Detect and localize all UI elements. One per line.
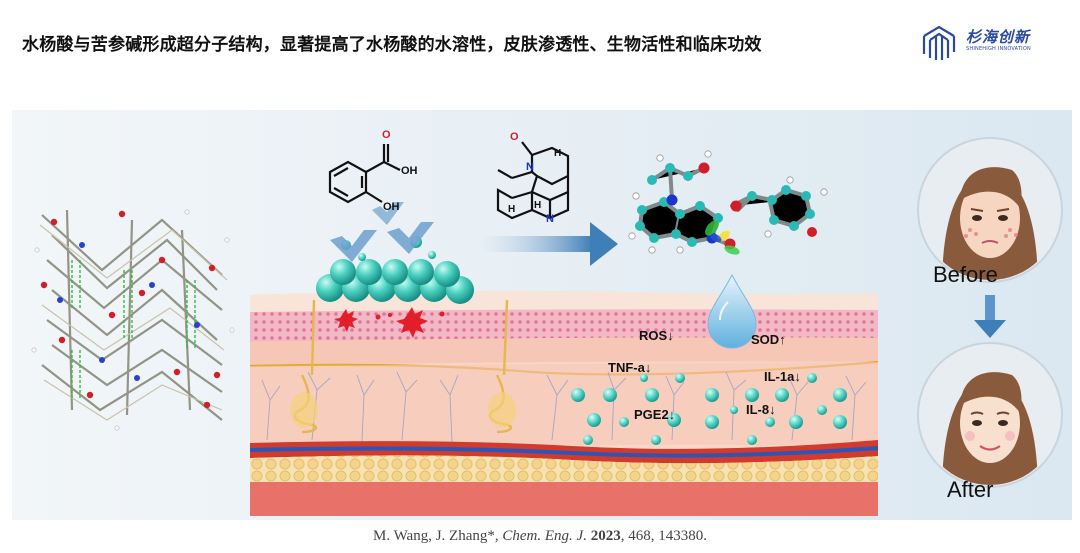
supramolecular-complex-model <box>628 150 828 255</box>
salicylic-acid-structure <box>328 144 401 204</box>
citation-journal: Chem. Eng. J. <box>502 528 587 544</box>
atom-h-top: H <box>554 148 561 159</box>
transform-arrow <box>482 222 618 266</box>
label-tnf: TNF-a↓ <box>608 360 652 375</box>
atom-n-top: N <box>526 161 534 173</box>
label-il1a: IL-1a↓ <box>764 369 801 384</box>
label-before: Before <box>933 262 998 287</box>
logo-name-cn: 杉海创新 <box>966 28 1031 46</box>
label-ros: ROS↓ <box>639 328 674 343</box>
citation-year: 2023 <box>590 528 621 544</box>
atom-n-bottom: N <box>546 213 554 225</box>
citation-authors: M. Wang, J. Zhang*, <box>373 528 499 544</box>
active-molecule-spheres <box>571 373 847 445</box>
face-before <box>917 137 1063 283</box>
logo-name-en: SHINEHIGH INNOVATION <box>966 46 1031 52</box>
citation: M. Wang, J. Zhang*, Chem. Eng. J. 2023, … <box>0 528 1080 545</box>
atom-oh-acid: OH <box>401 165 418 177</box>
atom-o-carbonyl: O <box>382 129 391 141</box>
skin-cross-section <box>249 290 879 516</box>
label-pge2: PGE2↓ <box>634 407 676 422</box>
illustration-panel: O OH OH O N N H H H <box>12 110 1072 520</box>
atom-o-matrine: O <box>510 131 519 143</box>
headline: 水杨酸与苦参碱形成超分子结构，显著提高了水杨酸的水溶性，皮肤渗透性、生物活性和临… <box>22 35 762 55</box>
atom-h-left: H <box>508 204 515 215</box>
droplet <box>707 273 757 349</box>
penetration-chevrons <box>330 202 434 262</box>
before-after-arrow <box>974 295 1006 338</box>
atom-h-mid: H <box>534 200 541 211</box>
matrine-structure <box>496 141 570 220</box>
label-il8: IL-8↓ <box>746 402 776 417</box>
surface-spheres <box>316 236 474 338</box>
label-after: After <box>947 477 994 502</box>
crystal-lattice <box>31 209 235 431</box>
cube-logo-icon <box>922 25 956 60</box>
illustration-scene: O OH OH O N N H H H <box>31 129 1063 516</box>
face-after <box>917 342 1063 488</box>
citation-rest: , 468, 143380. <box>620 528 707 544</box>
atom-oh-phenol: OH <box>383 201 400 213</box>
label-sod: SOD↑ <box>751 332 786 347</box>
brand-logo: 杉海创新 SHINEHIGH INNOVATION <box>918 22 1048 64</box>
